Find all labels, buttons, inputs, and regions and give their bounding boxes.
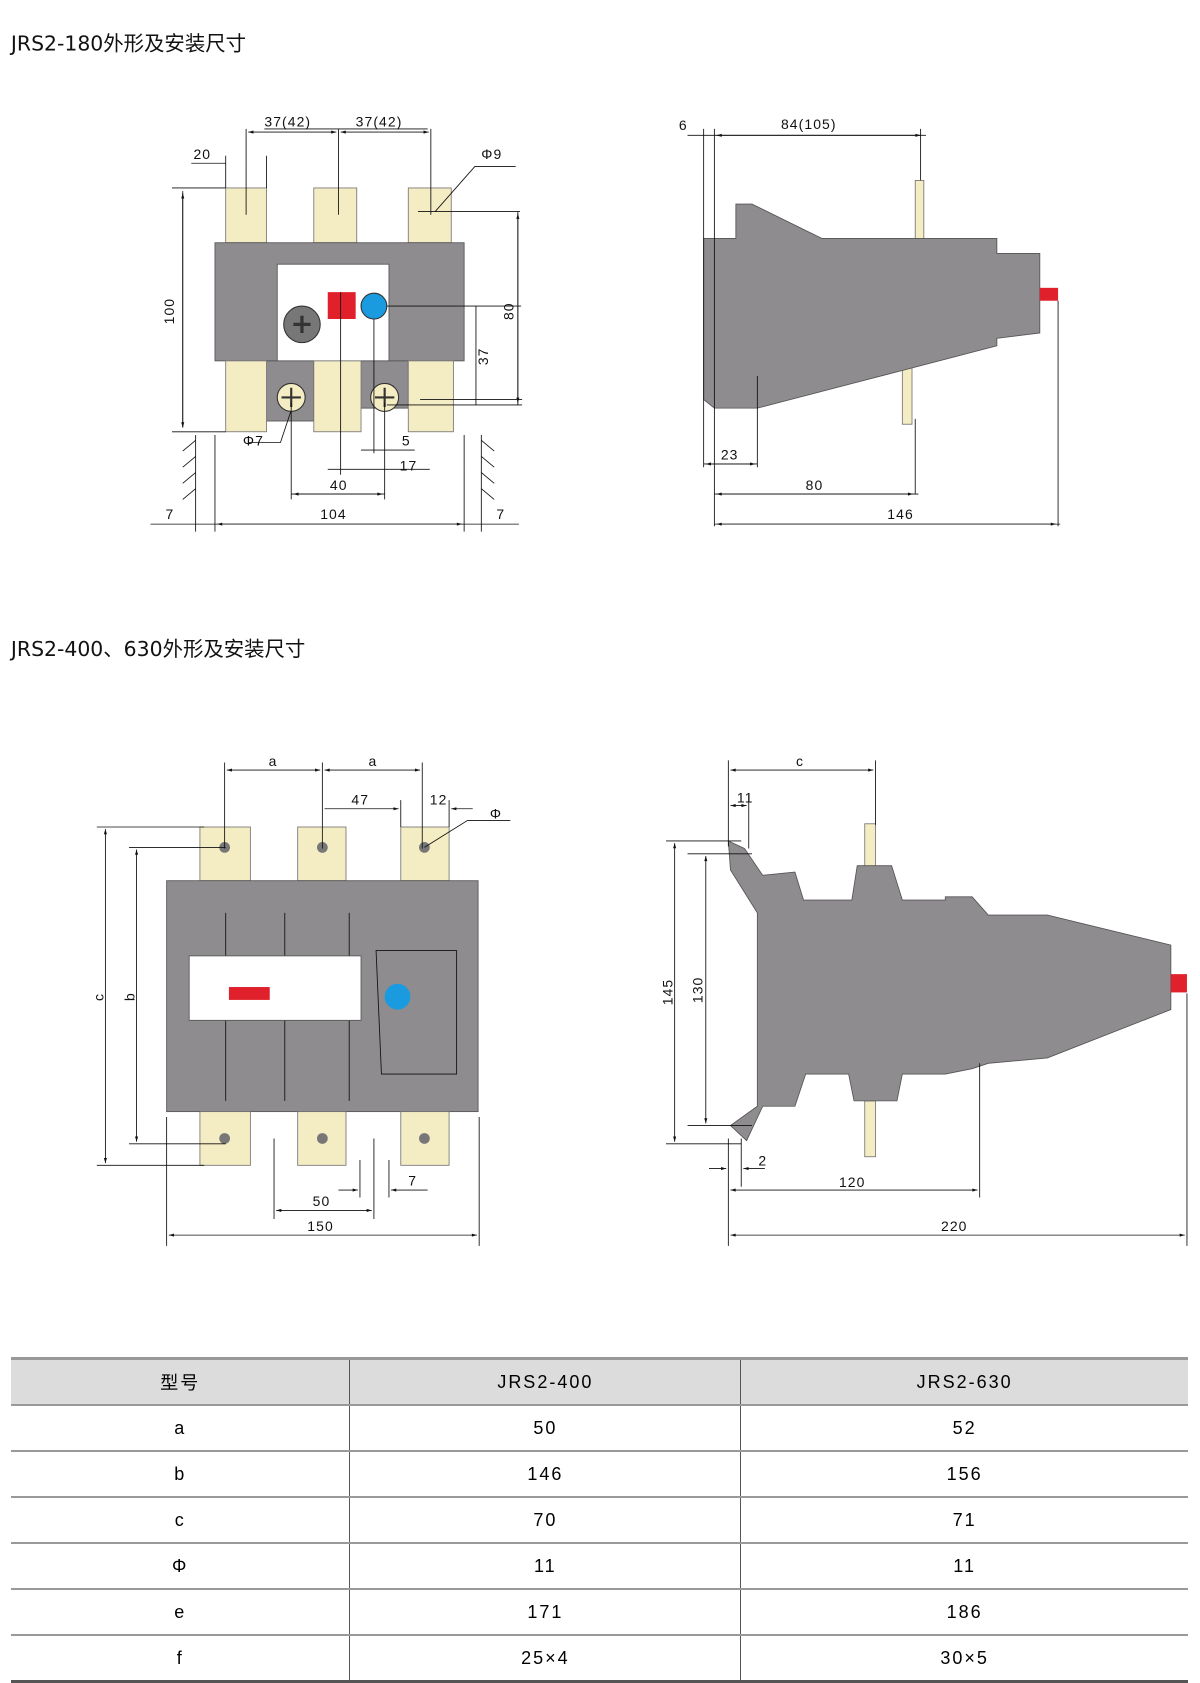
dim-6: 6: [679, 117, 688, 133]
cell: f: [11, 1635, 350, 1683]
dim-150: 150: [307, 1218, 334, 1234]
cell: 70: [349, 1497, 741, 1544]
dim-a-1: a: [269, 753, 278, 769]
dim-120: 120: [839, 1174, 866, 1190]
cell: 52: [740, 1405, 1188, 1452]
dim-pitch-2: 37(42): [356, 114, 403, 130]
dim-5: 5: [402, 433, 411, 449]
dim-tab-width: 20: [193, 146, 211, 162]
cell: a: [11, 1405, 350, 1452]
cell: 50: [349, 1405, 741, 1452]
cell: 71: [740, 1497, 1188, 1544]
cell: 11: [740, 1543, 1188, 1590]
adjust-knob-blue: [360, 292, 388, 320]
dim-screw: Φ7: [243, 433, 264, 449]
dim-220: 220: [941, 1218, 968, 1234]
cell: Φ: [11, 1543, 350, 1590]
dim-hole-2: Φ: [490, 805, 502, 821]
reset-button-red: [327, 292, 356, 319]
cell: 156: [740, 1451, 1188, 1498]
dim-80-side: 80: [806, 477, 824, 493]
dim-23: 23: [721, 447, 739, 463]
dim-c: c: [90, 993, 106, 1001]
dim-depth: 84(105): [781, 116, 837, 132]
dim-50: 50: [313, 1193, 331, 1209]
header-model: 型号: [11, 1357, 350, 1406]
dim-7: 7: [408, 1173, 417, 1189]
jrs2-400-630-front-view: a a 47 12 Φ c b 50 7 150: [90, 753, 511, 1246]
section1-title: JRS2-180外形及安装尺寸: [9, 31, 246, 55]
jrs2-180-front-view: 37(42) 37(42) 20 Φ9 100 80 37 Φ7 5 17 40…: [150, 114, 523, 532]
cell: b: [11, 1451, 350, 1498]
cell: 25×4: [349, 1635, 741, 1683]
dim-40: 40: [330, 477, 348, 493]
dim-47: 47: [351, 791, 369, 807]
section2-title: JRS2-400、630外形及安装尺寸: [9, 637, 305, 661]
cell: 146: [349, 1451, 741, 1498]
dim-80: 80: [501, 302, 517, 320]
cell: 171: [349, 1589, 741, 1636]
dim-pitch-1: 37(42): [264, 114, 311, 130]
jrs2-180-side-view: 6 84(105) 23 80 146: [679, 116, 1061, 527]
dim-130: 130: [690, 977, 706, 1004]
dim-width: 104: [320, 506, 347, 522]
dim-37: 37: [475, 347, 491, 365]
jrs2-400-630-side-view: c 11 145 130 2 120 220: [659, 753, 1188, 1246]
cell: e: [11, 1589, 350, 1636]
dim-c-side: c: [796, 753, 804, 769]
dim-12: 12: [430, 791, 448, 807]
cell: 30×5: [740, 1635, 1188, 1683]
dim-b: b: [121, 992, 137, 1001]
header-jrs2-630: JRS2-630: [740, 1357, 1188, 1406]
dim-17: 17: [400, 457, 418, 473]
cell: 186: [740, 1589, 1188, 1636]
dim-right-7: 7: [496, 506, 505, 522]
dim-145: 145: [659, 979, 675, 1006]
dim-2: 2: [758, 1152, 767, 1168]
dim-height: 100: [161, 298, 177, 325]
header-jrs2-400: JRS2-400: [349, 1357, 741, 1406]
dim-left-7: 7: [166, 506, 175, 522]
dim-146: 146: [887, 506, 914, 522]
cell: c: [11, 1497, 350, 1544]
dim-a-2: a: [369, 753, 378, 769]
cell: 11: [349, 1543, 741, 1590]
dim-hole: Φ9: [481, 146, 502, 162]
dim-11: 11: [737, 789, 754, 805]
table-header-row: 型号 JRS2-400 JRS2-630: [11, 1357, 1188, 1406]
